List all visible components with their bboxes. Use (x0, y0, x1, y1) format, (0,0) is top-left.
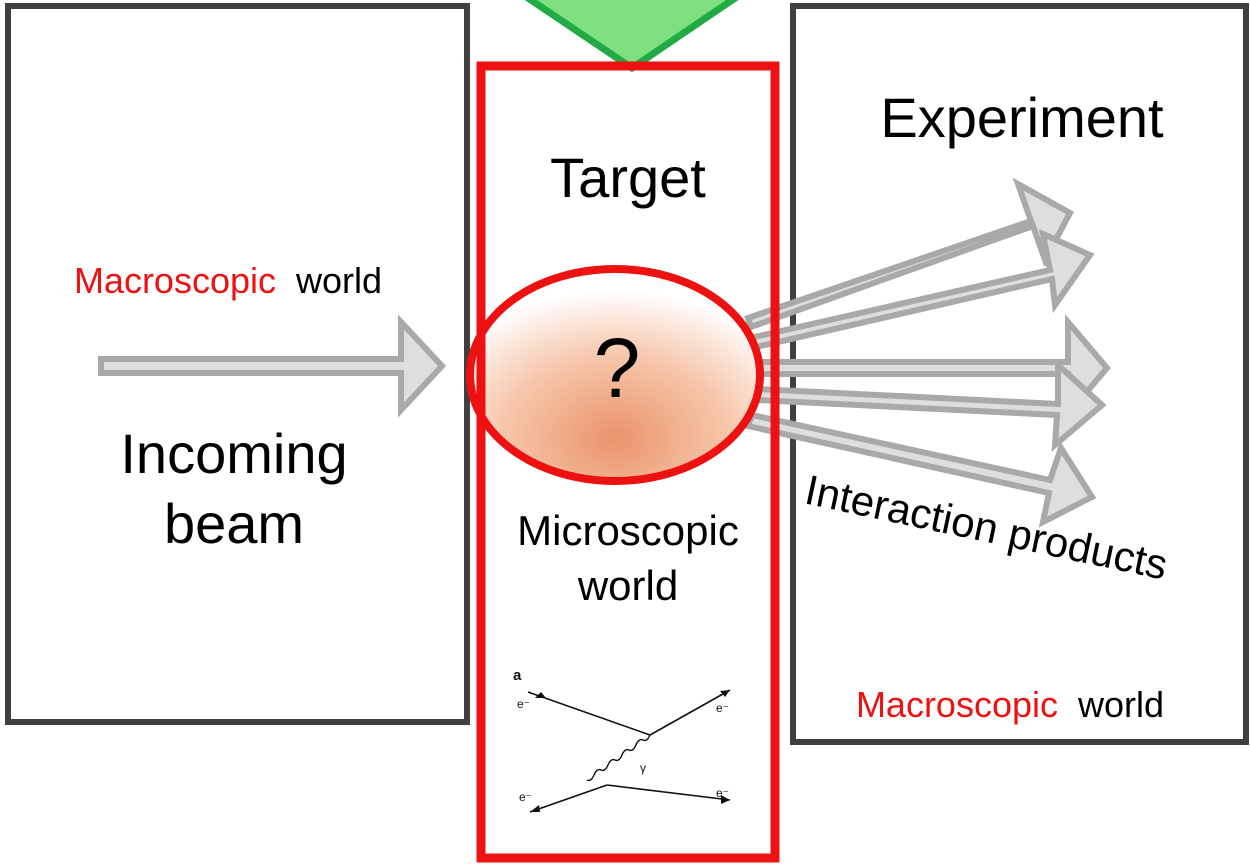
left-macro-label: Macroscopic world (74, 260, 382, 301)
microscopic-line1: Microscopic (517, 507, 739, 554)
feynman-arrow-out-bottom (721, 795, 730, 804)
feynman-diagram: a e⁻ e⁻ e⁻ e⁻ γ (513, 667, 731, 813)
target-ellipse (466, 265, 764, 485)
right-macro-label: Macroscopic world (856, 684, 1164, 725)
microscopic-line2: world (577, 562, 678, 609)
question-mark: ? (594, 321, 641, 415)
right-macro-black-word: world (1077, 684, 1164, 725)
product-arrow-5 (744, 411, 1097, 528)
feynman-arrow-in-top (535, 692, 546, 698)
feynman-label-e-top-in: e⁻ (517, 697, 530, 711)
product-arrow-4 (753, 358, 1107, 452)
feynman-arrow-in-bottom (530, 805, 540, 812)
feynman-label-e-bottom-out: e⁻ (716, 786, 729, 800)
left-macro-red-word: Macroscopic (74, 260, 276, 301)
incoming-beam-arrow (98, 314, 447, 418)
incoming-beam-line1: Incoming (120, 422, 347, 485)
feynman-label-e-bottom-in: e⁻ (519, 790, 532, 804)
product-arrow-1 (744, 177, 1075, 331)
feynman-in-bottom (529, 784, 608, 813)
feynman-arrow-out-top (720, 690, 730, 697)
incoming-beam-line2: beam (164, 492, 304, 555)
feynman-panel-label: a (513, 667, 522, 684)
feynman-out-top (649, 689, 731, 736)
target-label: Target (550, 146, 706, 209)
feynman-in-top (527, 691, 651, 736)
right-macro-red-word: Macroscopic (856, 684, 1058, 725)
feynman-photon (586, 734, 651, 782)
feynman-label-e-top-out: e⁻ (716, 701, 729, 715)
left-macro-black-word: world (295, 260, 382, 301)
interaction-product-arrows (744, 177, 1111, 528)
feynman-label-photon: γ (640, 761, 646, 775)
experiment-label: Experiment (880, 86, 1164, 149)
feynman-out-bottom (606, 784, 731, 801)
target-panel-box (476, 61, 780, 863)
product-arrow-2 (746, 228, 1095, 352)
green-down-arrow (524, 0, 739, 73)
